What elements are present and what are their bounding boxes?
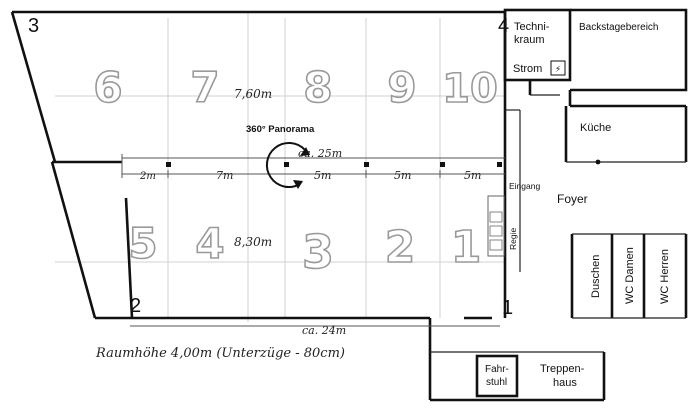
right-wing-walls [428,8,688,402]
regie-label: Regie [508,228,518,250]
corner-1: 1 [502,297,513,319]
segment-5m-b: 5m [394,169,411,182]
total-length-bottom: ca. 24m [302,324,346,337]
segment-5m-a: 5m [314,169,331,182]
backstage-label: Backstagebereich [579,22,659,33]
room-height-note: Raumhöhe 4,00m (Unterzüge - 80cm) [95,346,345,361]
camera-markers [166,162,502,167]
corner-4: 4 [498,15,509,37]
treppenhaus-label: Treppen- haus [540,363,587,389]
section-10: 10 [442,66,498,112]
strom-label: Strom [513,63,542,75]
dimension-lines [121,154,505,327]
kueche-label: Küche [580,122,611,134]
corner-2: 2 [130,295,141,317]
power-box [550,60,566,76]
sections-top: 6 7 8 9 10 [93,62,499,113]
panorama-label: 360° Panorama [246,124,315,135]
section-8: 8 [303,63,332,112]
eingang-label: Eingang [509,181,540,191]
section-5: 5 [128,219,157,268]
wc-herren-label: WC Herren [659,249,671,304]
corner-3: 3 [28,15,39,37]
depth-bottom-label: 8,30m [234,235,272,249]
panorama-rotation-icon [265,142,310,189]
duschen-label: Duschen [590,255,602,298]
technik-raum-label: Techni- kraum [514,21,553,46]
segment-2m: 2m [139,171,156,182]
section-2: 2 [385,222,416,273]
section-4: 4 [195,219,224,268]
foyer-label: Foyer [557,192,588,206]
segment-7m: 7m [216,169,233,182]
section-3: 3 [302,225,334,279]
section-6: 6 [93,63,122,112]
segment-5m-c: 5m [464,169,481,182]
regie-area [487,195,505,257]
total-length-top: ca. 25m [298,147,342,160]
section-1: 1 [451,222,482,273]
section-7: 7 [190,63,219,112]
wc-damen-label: WC Damen [624,247,636,304]
power-icon: ⚡ [555,65,561,75]
fahrstuhl-label: Fahr- stuhl [485,364,512,388]
section-9: 9 [387,63,416,112]
depth-top-label: 7,60m [234,87,272,101]
sections-bottom: 5 4 3 2 1 [128,218,483,280]
